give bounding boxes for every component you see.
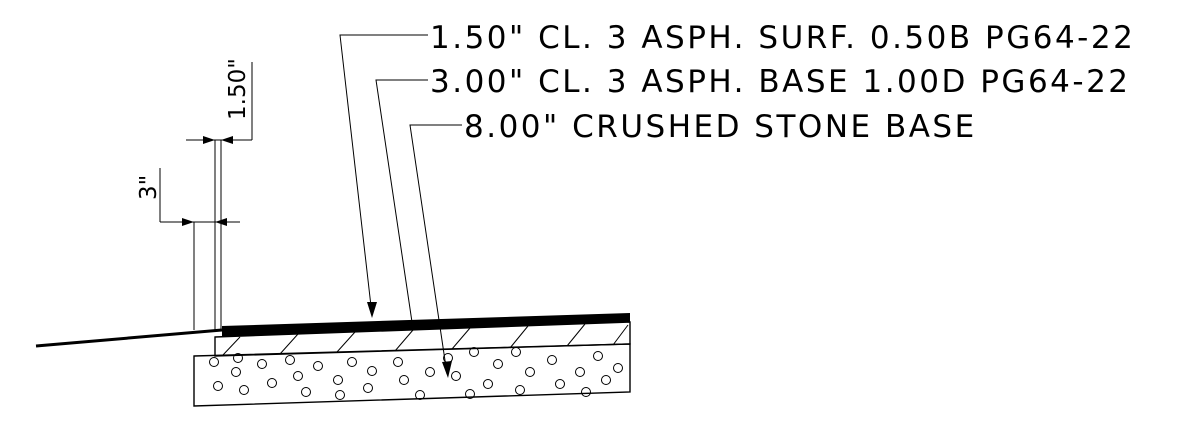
- leader-surface-course: [339, 34, 428, 318]
- dimension-label-surface-thickness: 1.50": [225, 58, 251, 120]
- existing-ground-line: [35, 328, 223, 348]
- label-stone-base: 8.00" CRUSHED STONE BASE: [464, 109, 977, 145]
- label-surface-course: 1.50" CL. 3 ASPH. SURF. 0.50B PG64-22: [430, 20, 1135, 56]
- crushed-stone-base-layer: [193, 343, 631, 407]
- dimension-offset: 3": [136, 168, 240, 330]
- leader-base-course: [375, 79, 428, 323]
- label-base-course: 3.00" CL. 3 ASPH. BASE 1.00D PG64-22: [430, 64, 1131, 100]
- dimension-surface-thickness: 1.50": [186, 58, 253, 330]
- leader-stone-base: [409, 124, 462, 378]
- dimension-label-offset: 3": [136, 175, 162, 200]
- asphalt-surface-layer: [222, 313, 630, 337]
